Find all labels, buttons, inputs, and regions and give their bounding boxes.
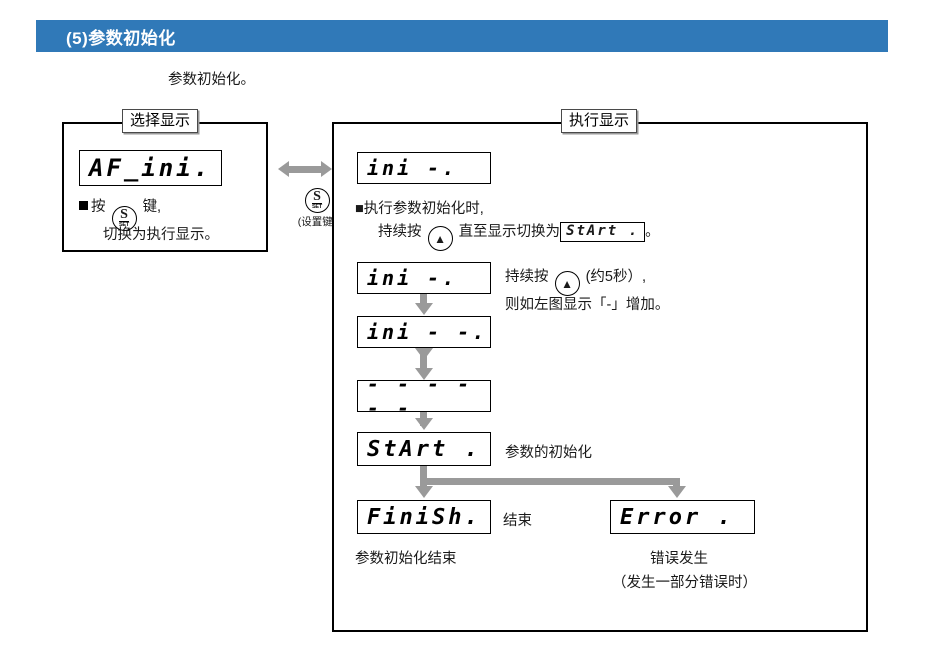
lcd-inline-start: StArt . <box>560 222 646 243</box>
set-key-icon: S SET <box>304 187 330 213</box>
arrowhead-finish <box>414 486 433 498</box>
lcd-step4-all-dashes: - - - - - -. <box>357 380 491 412</box>
selection-display-caption: 选择显示 <box>122 109 199 133</box>
set-key-glyph-middle: S <box>313 189 321 204</box>
lcd-step3-value: ini - -. <box>367 320 488 344</box>
arrowhead-step4-start <box>414 418 433 430</box>
branch-drop-right <box>673 478 680 490</box>
lcd-step3-ini-two-dash: ini - -. <box>357 316 491 348</box>
up-key-icon-step2: ▲ <box>554 271 580 296</box>
lcd-step5-value: StArt . <box>367 436 481 462</box>
step2-side-part1: 持续按 <box>505 269 549 285</box>
step2-side-line2: 则如左图显示「-」增加。 <box>505 297 670 313</box>
result-finish-label: 结束 <box>503 513 532 529</box>
set-key-icon-left: S SET <box>111 205 137 231</box>
lcd-step4-value: - - - - - -. <box>367 380 473 412</box>
intro-text: 参数初始化。 <box>168 72 255 88</box>
up-key-glyph-note: ▲ <box>434 232 446 246</box>
set-key-sublabel: SET <box>118 221 130 228</box>
lcd-selection-af-ini: AF_ini. <box>79 150 222 186</box>
execution-note-line1: ■执行参数初始化时, <box>355 201 484 217</box>
set-key-group: S SET (设置键) <box>287 180 347 229</box>
lcd-result-finish-value: FiniSh. <box>367 504 481 530</box>
branch-stem <box>420 466 427 482</box>
arrow-right-head <box>321 161 332 177</box>
page-title: (5)参数初始化 <box>66 28 176 48</box>
execution-display-caption: 执行显示 <box>561 109 638 133</box>
lcd-step2-value: ini -. <box>367 266 458 290</box>
lcd-step2-ini-dash: ini -. <box>357 262 491 294</box>
lcd-step1-value: ini -. <box>367 156 458 180</box>
connector-step3-step4 <box>420 348 427 374</box>
arrowhead-step3-a <box>414 348 433 360</box>
arrowhead-error <box>667 486 686 498</box>
execution-note-part3: 。 <box>645 224 660 240</box>
selection-note-line2: 切换为执行显示。 <box>103 227 219 243</box>
step2-side-part2: (约5秒）, <box>585 269 646 285</box>
result-error-caption-line2: （发生一部分错误时） <box>612 575 757 591</box>
set-key-label: (设置键) <box>297 215 337 228</box>
lcd-result-error: Error . <box>610 500 755 534</box>
selection-note-line1: 按 S SET 键, <box>79 196 161 231</box>
lcd-result-finish: FiniSh. <box>357 500 491 534</box>
lcd-step1-ini: ini -. <box>357 152 491 184</box>
section-header-bar: (5)参数初始化 <box>36 20 888 52</box>
execution-note-part2: 直至显示切换为 <box>458 224 561 240</box>
arrowhead-step2-step3 <box>414 303 433 315</box>
bullet-square-icon <box>79 201 88 210</box>
up-key-icon-note: ▲ <box>427 226 453 251</box>
lcd-step5-start: StArt . <box>357 432 491 466</box>
lcd-result-error-value: Error . <box>620 504 734 530</box>
set-key-glyph: S <box>120 207 128 222</box>
selection-note-prefix: 按 <box>91 199 106 215</box>
selection-note-suffix: 键, <box>142 199 162 215</box>
step2-side-line1: 持续按 ▲ (约5秒）, <box>505 266 646 296</box>
up-key-glyph-step2: ▲ <box>561 277 573 291</box>
execution-note-part1: 持续按 <box>378 224 422 240</box>
lcd-inline-start-value: StArt . <box>566 223 640 240</box>
arrow-left-head <box>278 161 289 177</box>
lcd-selection-value: AF_ini. <box>89 154 212 182</box>
set-key-sublabel-middle: SET <box>311 203 323 210</box>
step5-label: 参数的初始化 <box>505 445 592 461</box>
result-finish-caption: 参数初始化结束 <box>355 551 457 567</box>
connector-step2-step3 <box>420 294 427 308</box>
execution-note-line2: 持续按 ▲ 直至显示切换为 StArt . 。 <box>378 221 660 251</box>
result-error-caption-line1: 错误发生 <box>650 551 708 567</box>
arrowhead-step3-b <box>414 368 433 380</box>
branch-drop-left <box>420 478 427 490</box>
bidirectional-arrow-shaft <box>289 166 321 173</box>
branch-crossbar <box>420 478 680 485</box>
